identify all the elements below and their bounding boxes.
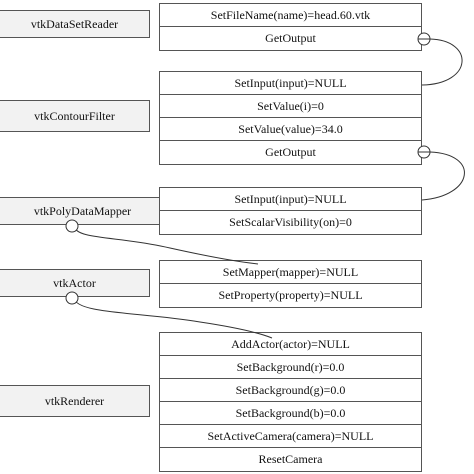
connection-link xyxy=(421,38,463,86)
method-row[interactable]: SetValue(i)=0 xyxy=(160,95,421,118)
method-row[interactable]: SetValue(value)=34.0 xyxy=(160,118,421,141)
method-row[interactable]: SetBackground(r)=0.0 xyxy=(160,356,421,379)
method-row[interactable]: SetScalarVisibility(on)=0 xyxy=(229,215,352,229)
method-row[interactable]: ResetCamera xyxy=(258,452,323,466)
class-box-vtkrenderer[interactable]: vtkRenderer xyxy=(0,385,150,417)
class-box-vtkpolydatamapper[interactable]: vtkPolyDataMapper xyxy=(0,197,166,225)
method-row[interactable]: SetProperty(property)=NULL xyxy=(218,288,363,302)
class-box-vtkactor[interactable]: vtkActor xyxy=(0,269,150,297)
method-row[interactable]: SetInput(input)=NULL xyxy=(160,188,421,211)
method-group-vtkcontourfilter: SetInput(input)=NULL SetValue(i)=0 SetVa… xyxy=(159,71,422,165)
method-row[interactable]: GetOutput xyxy=(265,31,316,45)
method-row[interactable]: SetBackground(g)=0.0 xyxy=(160,379,421,402)
method-row[interactable]: SetFileName(name)=head.60.vtk xyxy=(160,4,421,27)
method-row[interactable]: AddActor(actor)=NULL xyxy=(160,333,421,356)
method-group-vtkrenderer: AddActor(actor)=NULL SetBackground(r)=0.… xyxy=(159,332,422,472)
class-box-vtkdatasetreader[interactable]: vtkDataSetReader xyxy=(0,10,150,38)
method-row[interactable]: GetOutput xyxy=(265,145,316,159)
method-row[interactable]: SetActiveCamera(camera)=NULL xyxy=(160,425,421,448)
class-box-vtkcontourfilter[interactable]: vtkContourFilter xyxy=(0,100,150,132)
class-label: vtkPolyDataMapper xyxy=(33,203,132,218)
method-row[interactable]: SetInput(input)=NULL xyxy=(160,72,421,95)
method-group-vtkpolydatamapper: SetInput(input)=NULL SetScalarVisibility… xyxy=(159,187,422,235)
class-label: vtkDataSetReader xyxy=(30,16,119,31)
class-label: vtkContourFilter xyxy=(34,108,115,123)
connection-link xyxy=(421,151,465,201)
method-group-vtkdatasetreader: SetFileName(name)=head.60.vtk GetOutput xyxy=(159,3,422,51)
method-group-vtkactor: SetMapper(mapper)=NULL SetProperty(prope… xyxy=(159,260,422,308)
class-label: vtkActor xyxy=(53,275,96,290)
method-row[interactable]: SetMapper(mapper)=NULL xyxy=(160,261,421,284)
class-label: vtkRenderer xyxy=(44,393,105,408)
method-row[interactable]: SetBackground(b)=0.0 xyxy=(160,402,421,425)
